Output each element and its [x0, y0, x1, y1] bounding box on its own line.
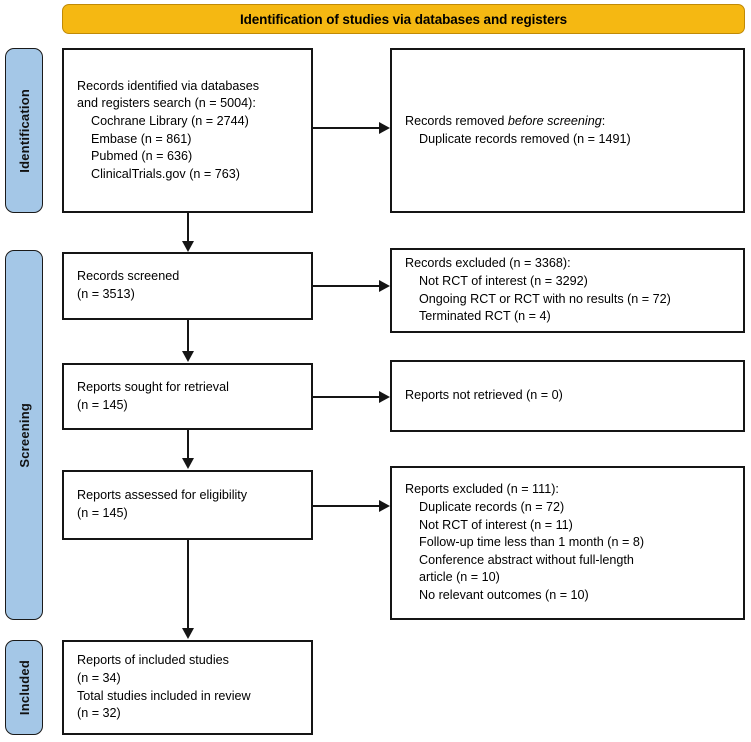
node-reports-not-retrieved-text: Reports not retrieved (n = 0) [405, 388, 563, 403]
banner-title: Identification of studies via databases … [239, 11, 568, 27]
arrowhead-sought-to-not-retrieved [379, 390, 390, 403]
edge-identified-to-removed [313, 127, 379, 129]
arrowhead-screened-to-sought [181, 351, 194, 362]
banner-identification-header: Identification of studies via databases … [62, 4, 745, 34]
node-reports-excluded-eligibility-text: Reports excluded (n = 111): Duplicate re… [405, 482, 645, 602]
node-records-excluded-screening: Records excluded (n = 3368): Not RCT of … [390, 248, 745, 333]
node-reports-assessed-text: Reports assessed for eligibility (n = 14… [77, 488, 248, 520]
node-included-studies: Reports of included studies (n = 34) Tot… [62, 640, 313, 735]
stage-label-identification: Identification [5, 48, 43, 213]
node-records-screened: Records screened (n = 3513) [62, 252, 313, 320]
edge-sought-to-not-retrieved [313, 396, 379, 398]
edge-sought-to-assessed [187, 430, 189, 459]
arrowhead-assessed-to-excluded [379, 499, 390, 512]
stage-label-included-text: Included [16, 659, 32, 716]
stage-label-screening-text: Screening [16, 402, 32, 468]
stage-label-screening: Screening [5, 250, 43, 620]
node-records-identified: Records identified via databases and reg… [62, 48, 313, 213]
arrowhead-assessed-to-included [181, 628, 194, 639]
edge-assessed-to-included [187, 540, 189, 629]
node-included-studies-text: Reports of included studies (n = 34) Tot… [77, 653, 251, 721]
node-records-removed-text: Records removed before screening: Duplic… [405, 113, 631, 148]
edge-assessed-to-excluded [313, 505, 379, 507]
arrowhead-sought-to-assessed [181, 458, 194, 469]
edge-identified-to-screened [187, 213, 189, 242]
records-removed-lead: Records removed [405, 113, 508, 128]
edge-screened-to-sought [187, 320, 189, 352]
stage-label-included: Included [5, 640, 43, 735]
node-reports-sought-text: Reports sought for retrieval (n = 145) [77, 379, 229, 412]
edge-screened-to-excluded [313, 285, 379, 287]
arrowhead-identified-to-screened [181, 241, 194, 252]
records-removed-tail: : Duplicate records removed (n = 1491) [419, 113, 631, 146]
node-records-excluded-screening-text: Records excluded (n = 3368): Not RCT of … [405, 256, 671, 324]
arrowhead-identified-to-removed [379, 121, 390, 134]
node-reports-assessed: Reports assessed for eligibility (n = 14… [62, 470, 313, 540]
stage-label-identification-text: Identification [16, 88, 32, 173]
records-removed-emphasis: before screening [507, 113, 602, 128]
arrowhead-screened-to-excluded [379, 279, 390, 292]
node-records-identified-text: Records identified via databases and reg… [77, 78, 260, 181]
node-records-screened-text: Records screened (n = 3513) [77, 269, 180, 301]
node-records-removed: Records removed before screening: Duplic… [390, 48, 745, 213]
node-reports-not-retrieved: Reports not retrieved (n = 0) [390, 360, 745, 432]
node-reports-excluded-eligibility: Reports excluded (n = 111): Duplicate re… [390, 466, 745, 620]
node-reports-sought: Reports sought for retrieval (n = 145) [62, 363, 313, 430]
